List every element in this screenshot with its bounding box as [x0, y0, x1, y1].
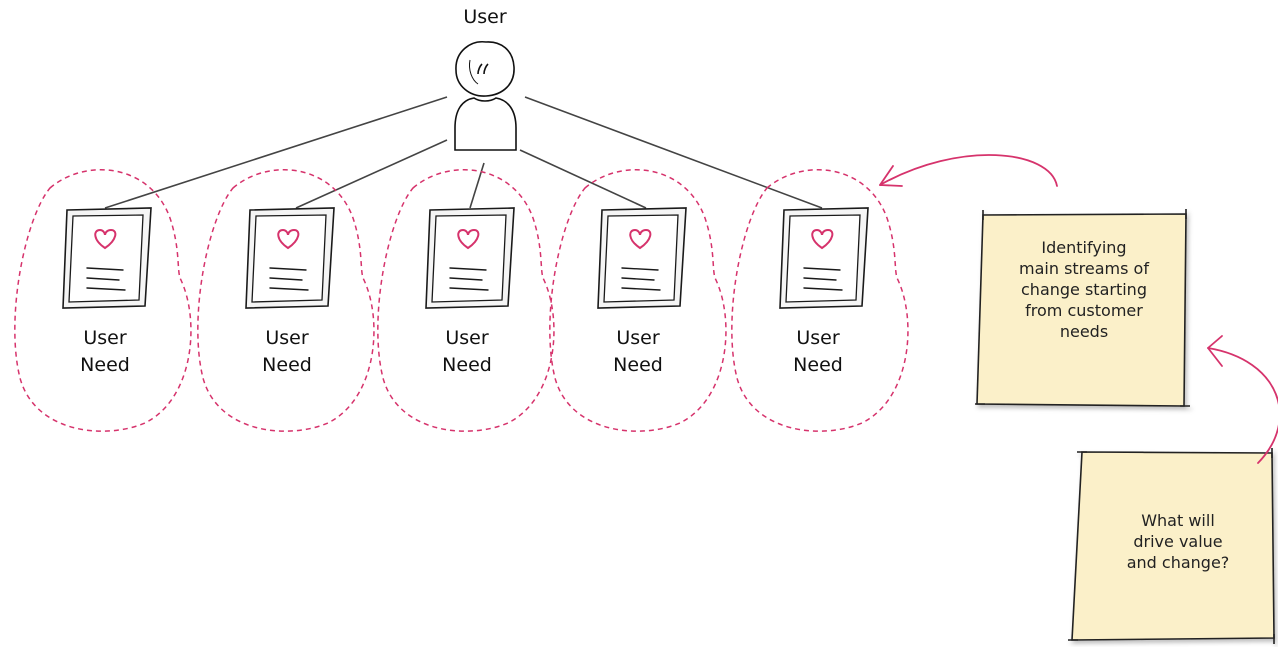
need-group [197, 169, 375, 432]
document-line [269, 277, 303, 281]
document-line [449, 277, 483, 281]
document-line [449, 267, 487, 271]
document-line [803, 267, 841, 271]
arrow-icon [1207, 335, 1278, 464]
document-icon [251, 214, 327, 303]
user-icon [454, 41, 517, 151]
document-icon [785, 214, 861, 303]
document-line [269, 267, 307, 271]
need-label-2: User Need [262, 327, 312, 376]
heart-icon [277, 228, 300, 250]
connector-line [524, 96, 823, 209]
heart-icon [457, 228, 480, 250]
need-label-3: User Need [442, 327, 492, 376]
need-label-4: User Need [613, 327, 663, 376]
connector-lines [104, 96, 823, 209]
connector-line [469, 162, 485, 209]
document-line [269, 287, 309, 291]
document-line [86, 277, 120, 281]
document-line [449, 287, 489, 291]
sticky-note-1 [975, 209, 1190, 407]
need-group [549, 169, 727, 432]
dashed-boundary [377, 169, 555, 432]
document-line [86, 287, 126, 291]
need-group [14, 169, 192, 432]
connector-line [104, 96, 448, 209]
heart-icon [94, 228, 117, 250]
need-group [377, 169, 555, 432]
arrow-icon [879, 154, 1058, 187]
document-icon [603, 214, 679, 303]
sticky-note-text-2: What will drive value and change? [1126, 511, 1230, 572]
sticky-note-2 [1068, 448, 1275, 644]
need-label-1: User Need [80, 327, 130, 376]
document-line [621, 267, 659, 271]
dashed-boundary [14, 169, 192, 432]
document-line [803, 277, 837, 281]
dashed-boundary [197, 169, 375, 432]
document-icon [68, 214, 144, 303]
document-line [803, 287, 843, 291]
needs-layer [14, 169, 909, 432]
user-label: User [463, 6, 507, 28]
heart-icon [629, 228, 652, 250]
sticky-note-text-1: Identifying main streams of change start… [1019, 238, 1149, 341]
heart-icon [811, 228, 834, 250]
document-line [621, 287, 661, 291]
document-icon [431, 214, 507, 303]
document-line [621, 277, 655, 281]
dashed-boundary [731, 169, 909, 432]
document-line [86, 267, 124, 271]
dashed-boundary [549, 169, 727, 432]
need-group [731, 169, 909, 432]
connector-line [295, 139, 448, 209]
connector-line [519, 149, 647, 209]
need-label-5: User Need [793, 327, 843, 376]
